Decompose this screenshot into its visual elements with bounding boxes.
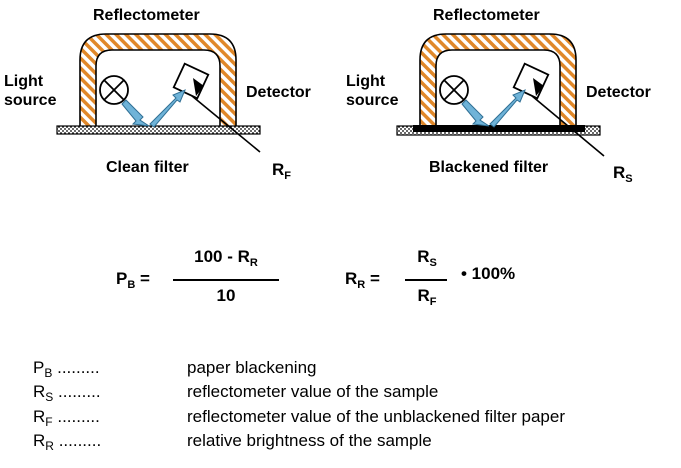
legend-symbol-rr: RR .........	[33, 431, 102, 453]
formula2-tail: • 100%	[461, 264, 516, 283]
filter-paper-clean	[56, 125, 261, 135]
formula2-numerator: RS	[417, 247, 437, 269]
formula2-lhs: RR =	[345, 269, 380, 291]
light-source-label-line1: Light	[346, 73, 386, 90]
diagram-title: Reflectometer	[433, 7, 540, 24]
formula1-numerator: 100 - RR	[194, 247, 258, 269]
formula1-fraction-bar	[173, 279, 279, 281]
legend-desc-rf: reflectometer value of the unblackened f…	[187, 407, 566, 426]
legend-desc-rs: reflectometer value of the sample	[187, 382, 439, 401]
reflectometer-clean	[56, 33, 261, 153]
pointer-line-rf	[191, 95, 261, 153]
detector-icon	[172, 62, 210, 100]
light-source-label-line1: Light	[4, 73, 44, 90]
filter-label: Blackened filter	[429, 159, 549, 176]
pointer-line-rs	[531, 95, 605, 157]
light-beam-blackened	[461, 89, 526, 128]
legend-desc-rr: relative brightness of the sample	[187, 431, 432, 450]
light-source-label-line2: source	[346, 92, 399, 109]
light-source-icon	[439, 75, 469, 105]
ref-symbol-rf: RF	[272, 160, 292, 182]
legend-symbol-rs: RS .........	[33, 382, 101, 404]
reflectometer-blackened	[396, 33, 605, 157]
legend-symbol-rf: RF .........	[33, 407, 100, 429]
light-source-icon	[99, 75, 129, 105]
detector-label: Detector	[246, 84, 311, 101]
light-source-label-line2: source	[4, 92, 57, 109]
detector-icon	[512, 62, 550, 100]
formula1-lhs: PB =	[116, 269, 150, 291]
formula2-fraction-bar	[405, 279, 447, 281]
detector-label: Detector	[586, 84, 651, 101]
legend-symbol-pb: PB .........	[33, 358, 100, 380]
filter-label: Clean filter	[106, 159, 189, 176]
formula1-denominator: 10	[216, 286, 236, 305]
diagram-title: Reflectometer	[93, 7, 200, 24]
light-beam-clean	[121, 89, 186, 128]
ref-symbol-rs: RS	[613, 163, 633, 185]
soot-layer	[413, 125, 585, 132]
formula2-denominator: RF	[417, 286, 437, 308]
legend-desc-pb: paper blackening	[187, 358, 317, 377]
